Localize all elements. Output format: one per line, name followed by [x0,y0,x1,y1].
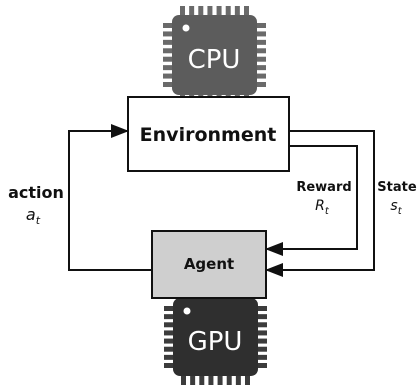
cpu-chip-body [172,15,257,95]
environment-box [127,96,290,172]
chip-pin [256,338,267,344]
chip-pin [163,48,174,54]
chip-pin [164,306,175,311]
cpu-chip-icon: CPU [163,6,266,104]
chip-pin [163,23,174,28]
reward-symbol: Rt [315,198,330,217]
chip-pin [255,31,266,37]
chip-pin [234,6,240,17]
chip-pin [164,363,175,368]
chip-pin [180,6,185,17]
agent-label: Agent [184,255,234,273]
chip-pin [181,374,186,385]
chip-pin [163,31,174,37]
chip-pin [255,56,266,62]
action-label: action [8,183,64,202]
chip-pin [163,56,174,62]
chip-pin [256,314,267,320]
reward-arrow [265,145,358,256]
chip-pin [163,73,174,79]
chip-pin [256,306,267,311]
chip-pin [217,374,223,385]
chip-pin [164,354,175,360]
chip-pin [216,6,222,17]
chip-pin [256,363,267,368]
chip-pin [164,322,175,328]
chip-pin [199,374,205,385]
chip-pin [244,6,249,17]
chip-pin [226,374,232,385]
reward-label: Reward [296,180,351,195]
chip-pin [245,374,250,385]
gpu-pin1-dot [183,307,191,315]
environment-label: Environment [140,124,277,146]
chip-pin [256,354,267,360]
chip-pin [255,65,266,71]
chip-pin [255,48,266,54]
chip-pin [256,346,267,352]
gpu-chip-body [173,298,258,376]
action-arrow [68,124,152,271]
chip-pin [190,374,196,385]
chip-pin [207,6,213,17]
chip-pin [198,6,204,17]
chip-pin [189,6,195,17]
chip-pin [256,330,267,336]
chip-pin [164,330,175,336]
state-label: State [377,180,417,195]
chip-pin [164,314,175,320]
chip-pin [208,374,214,385]
chip-pin [163,65,174,71]
state-arrow [265,130,375,277]
cpu-pin1-dot [182,24,190,32]
chip-pin [163,82,174,87]
chip-pin [255,23,266,28]
chip-pin [225,6,231,17]
chip-pin [256,322,267,328]
chip-pin [255,39,266,45]
chip-pin [164,338,175,344]
action-symbol: at [26,205,41,227]
state-symbol: st [390,198,402,217]
gpu-chip-icon: GPU [164,289,267,385]
chip-pin [235,374,241,385]
chip-pin [255,73,266,79]
chip-pin [163,39,174,45]
chip-pin [164,346,175,352]
chip-pin [255,82,266,87]
cpu-label: CPU [188,45,241,75]
gpu-label: GPU [188,327,243,357]
